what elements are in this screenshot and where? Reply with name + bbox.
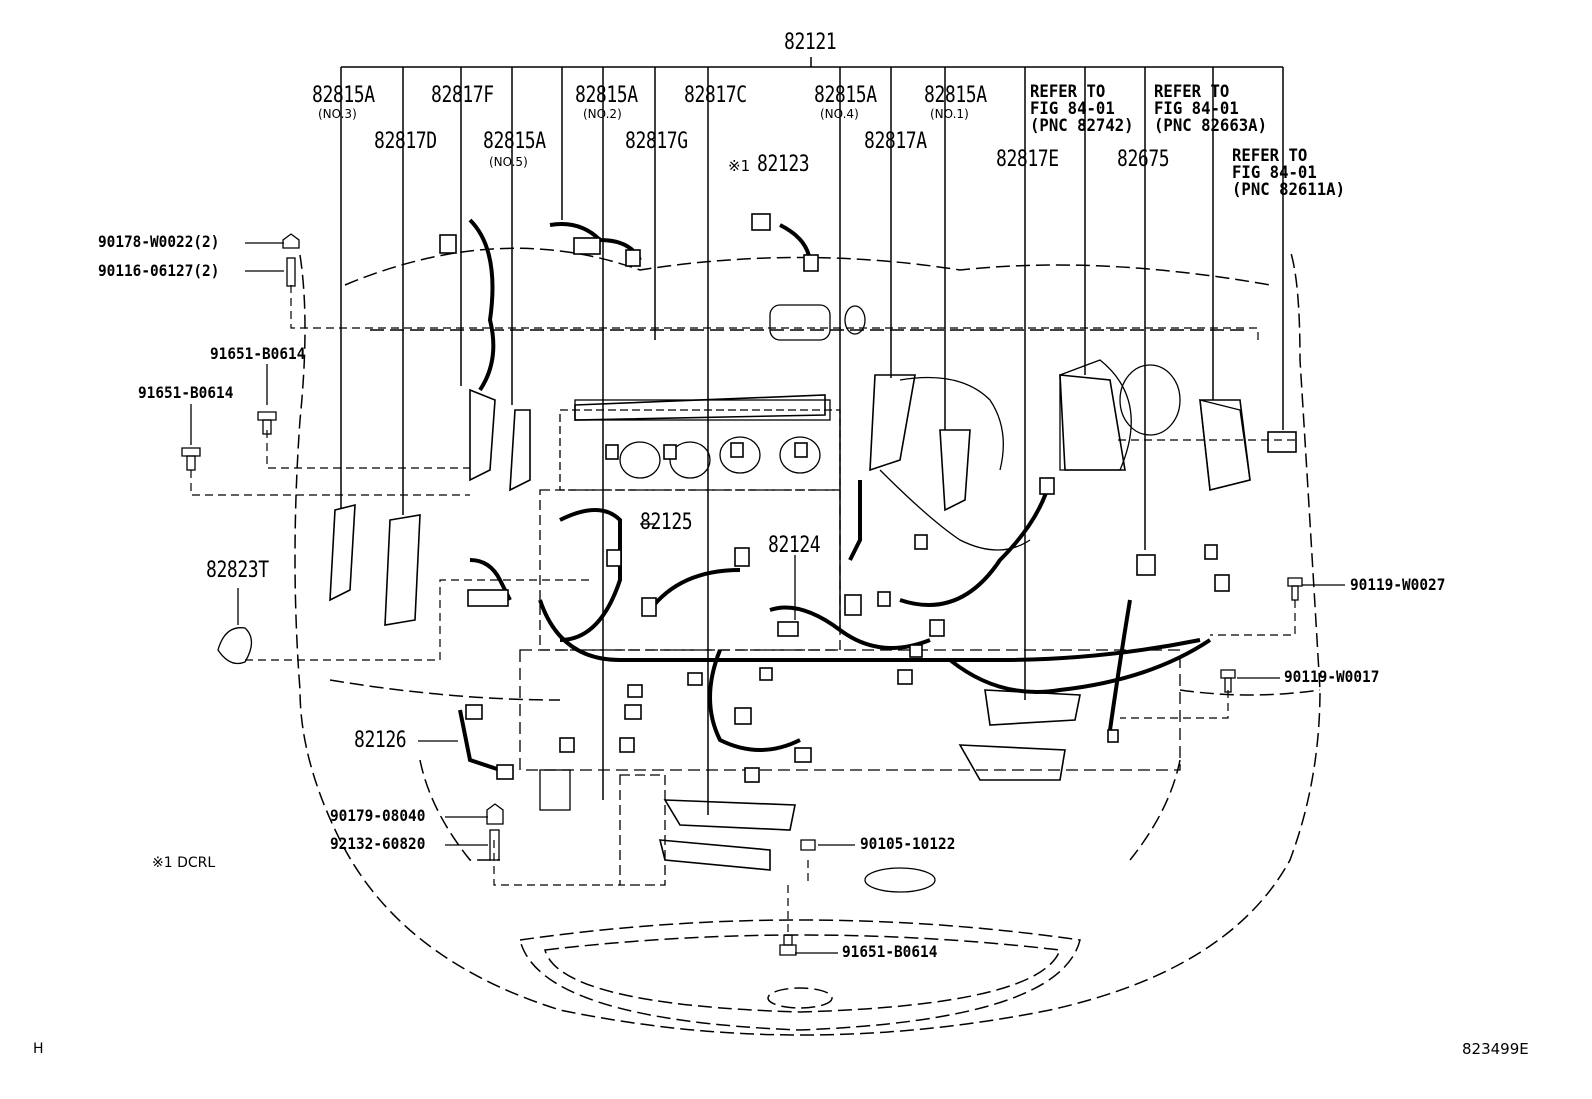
callout-sub-no5: (NO.5) <box>489 155 528 169</box>
part-90119-W0027: 90119-W0027 <box>1350 575 1446 594</box>
callout-82815A-no2: 82815A <box>575 83 638 108</box>
harness-wires <box>458 218 1212 772</box>
callout-82817E: 82817E <box>996 147 1059 172</box>
part-92132-60820: 92132-60820 <box>330 834 426 853</box>
vehicle-body-outline <box>294 247 1321 1036</box>
part-82126: 82126 <box>354 728 407 753</box>
callout-82817A: 82817A <box>864 129 927 154</box>
main-assembly-label: 82121 <box>784 30 837 55</box>
footnote-dcrl: ※1 DCRL <box>152 855 216 871</box>
part-91651-B0614-b: 91651-B0614 <box>138 383 234 402</box>
connectors <box>439 213 1230 783</box>
harness-protectors <box>329 374 1297 871</box>
part-82823T: 82823T <box>206 558 269 583</box>
diagram-id: 823499E <box>1462 1040 1529 1058</box>
part-90178-W0022: 90178-W0022(2) <box>98 232 220 251</box>
part-90116-06127: 90116-06127(2) <box>98 261 220 280</box>
corner-left-mark: H <box>33 1041 44 1057</box>
fastener-leaders <box>190 285 1296 935</box>
callout-sub-no1: (NO.1) <box>930 107 969 121</box>
part-90105-10122: 90105-10122 <box>860 834 956 853</box>
callout-82675: 82675 <box>1117 147 1170 172</box>
part-90119-W0017: 90119-W0017 <box>1284 667 1380 686</box>
fasteners <box>181 233 1303 956</box>
callout-sub-no3: (NO.3) <box>318 107 357 121</box>
part-82124: 82124 <box>768 533 821 558</box>
part-91651-B0614-a: 91651-B0614 <box>210 344 306 363</box>
callout-sub-no4: (NO.4) <box>820 107 859 121</box>
callout-82815A-no5: 82815A <box>483 129 546 154</box>
callout-82817F: 82817F <box>431 83 494 108</box>
callout-82123-prefix: ※1 <box>728 157 751 175</box>
part-90179-08040: 90179-08040 <box>330 806 426 825</box>
callout-82817C: 82817C <box>684 83 747 108</box>
part-91651-B0614-c: 91651-B0614 <box>842 942 938 961</box>
callout-82123: 82123 <box>757 152 810 177</box>
label-leaders <box>190 242 1345 954</box>
main-assembly-leader <box>340 57 1284 815</box>
callout-82817G: 82817G <box>625 129 688 154</box>
callout-82815A-no1: 82815A <box>924 83 987 108</box>
callout-sub-no2: (NO.2) <box>583 107 622 121</box>
callout-82817D: 82817D <box>374 129 437 154</box>
callout-82815A-no3: 82815A <box>312 83 375 108</box>
part-82125: 82125 <box>640 510 693 535</box>
callout-82815A-no4: 82815A <box>814 83 877 108</box>
